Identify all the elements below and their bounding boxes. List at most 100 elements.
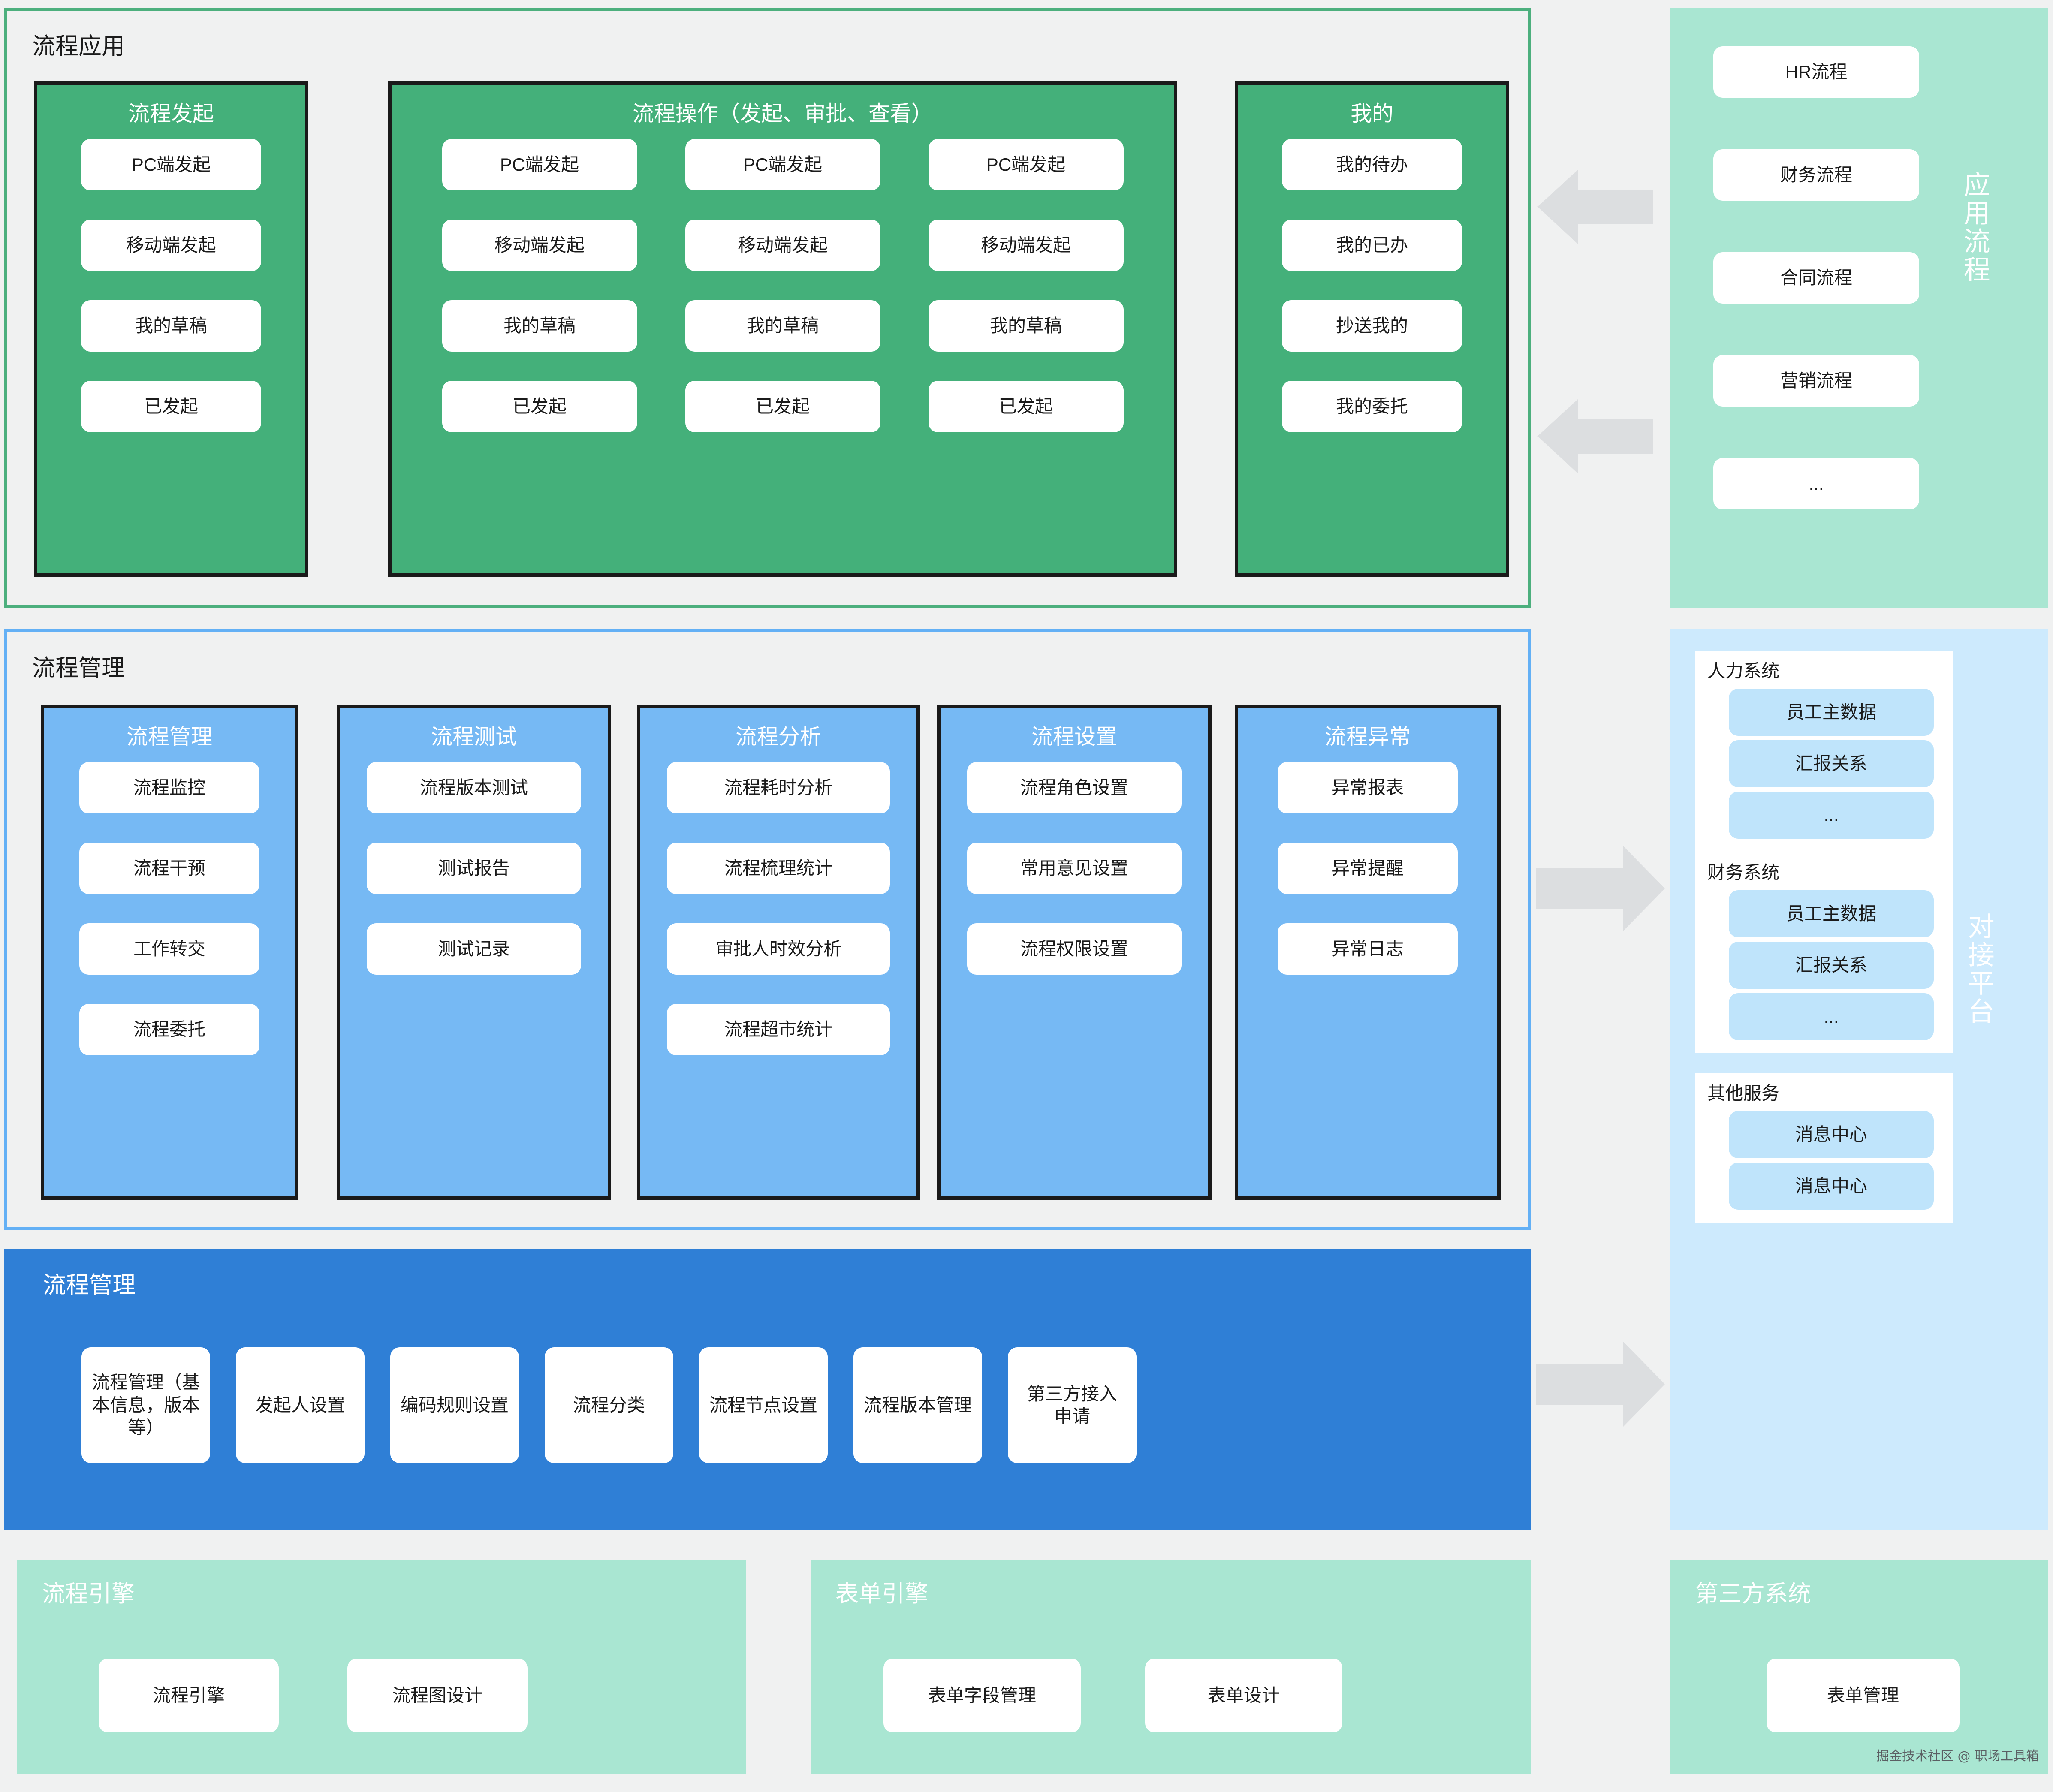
list-item[interactable]: 我的委托 (1282, 381, 1462, 432)
column-title-process-settings: 流程设置 (1031, 725, 1117, 749)
list-item[interactable]: 流程超市统计 (667, 1004, 890, 1055)
list-item[interactable]: 表单设计 (1145, 1659, 1342, 1732)
list-item[interactable]: 流程节点设置 (699, 1347, 828, 1463)
list-item[interactable]: 测试报告 (367, 843, 581, 894)
list-item[interactable]: 异常日志 (1278, 923, 1458, 975)
list-item[interactable]: 我的草稿 (928, 300, 1124, 352)
list-item[interactable]: 流程引擎 (99, 1659, 279, 1732)
list-item[interactable]: 我的草稿 (81, 300, 261, 352)
section-title-process-management: 流程管理 (32, 655, 125, 681)
system-card-other-services: 其他服务 消息中心 消息中心 (1695, 1073, 1953, 1223)
column-title-process-operation: 流程操作（发起、审批、查看） (633, 102, 933, 126)
rail-integration-platform: 人力系统 员工主数据 汇报关系 ... 财务系统 员工主数据 汇报关系 ... … (1670, 629, 2048, 1530)
column-process-management[interactable]: 流程管理 流程监控 流程干预 工作转交 流程委托 (41, 705, 298, 1200)
column-title-process-initiate: 流程发起 (128, 102, 214, 126)
list-item[interactable]: 表单管理 (1767, 1659, 1960, 1732)
list-item[interactable]: PC端发起 (685, 139, 880, 190)
column-process-initiate[interactable]: 流程发起 PC端发起 移动端发起 我的草稿 已发起 (34, 81, 308, 577)
list-item[interactable]: 表单字段管理 (883, 1659, 1081, 1732)
list-item[interactable]: 移动端发起 (685, 220, 880, 271)
system-card-hr: 人力系统 员工主数据 汇报关系 ... (1695, 651, 1953, 852)
list-item[interactable]: 汇报关系 (1729, 740, 1934, 787)
list-item[interactable]: HR流程 (1713, 46, 1919, 98)
list-item[interactable]: 流程监控 (79, 762, 259, 813)
list-item[interactable]: 抄送我的 (1282, 300, 1462, 352)
list-item[interactable]: 财务流程 (1713, 149, 1919, 201)
column-title-mine: 我的 (1351, 102, 1393, 126)
list-item[interactable]: 流程梳理统计 (667, 843, 890, 894)
operation-group: PC端发起 移动端发起 我的草稿 已发起 (928, 139, 1124, 432)
section-title-form-engine: 表单引擎 (835, 1581, 928, 1607)
form-engine-card-row: 表单字段管理 表单设计 (883, 1659, 1342, 1732)
list-item[interactable]: 测试记录 (367, 923, 581, 975)
list-item[interactable]: 移动端发起 (928, 220, 1124, 271)
list-item[interactable]: 员工主数据 (1729, 890, 1934, 937)
config-card-row: 流程管理（基本信息，版本等） 发起人设置 编码规则设置 流程分类 流程节点设置 … (81, 1347, 1137, 1463)
list-item[interactable]: 流程角色设置 (967, 762, 1182, 813)
section-process-application: 流程应用 流程发起 PC端发起 移动端发起 我的草稿 已发起 流程操作（发起、审… (4, 8, 1531, 608)
system-card-title-other-services: 其他服务 (1707, 1083, 1780, 1103)
list-item[interactable]: 流程权限设置 (967, 923, 1182, 975)
section-third-party-system: 第三方系统 表单管理 掘金技术社区 @ 职场工具箱 (1670, 1560, 2048, 1774)
list-item[interactable]: 移动端发起 (442, 220, 637, 271)
section-title-third-party-system: 第三方系统 (1695, 1581, 1811, 1607)
column-process-analysis[interactable]: 流程分析 流程耗时分析 流程梳理统计 审批人时效分析 流程超市统计 (637, 705, 920, 1200)
list-item[interactable]: 流程耗时分析 (667, 762, 890, 813)
column-process-exception[interactable]: 流程异常 异常报表 异常提醒 异常日志 (1235, 705, 1501, 1200)
list-item[interactable]: 工作转交 (79, 923, 259, 975)
list-item[interactable]: 已发起 (442, 381, 637, 432)
list-item[interactable]: 汇报关系 (1729, 942, 1934, 989)
system-card-finance: 财务系统 员工主数据 汇报关系 ... (1695, 852, 1953, 1053)
column-title-process-analysis: 流程分析 (736, 725, 821, 749)
list-item[interactable]: 流程管理（基本信息，版本等） (81, 1347, 210, 1463)
list-item[interactable]: 流程委托 (79, 1004, 259, 1055)
rail-app-flow: HR流程 财务流程 合同流程 营销流程 ... 应用流程 (1670, 8, 2048, 608)
column-title-process-test: 流程测试 (431, 725, 517, 749)
list-item[interactable]: 消息中心 (1729, 1163, 1934, 1210)
list-item[interactable]: 第三方接入申请 (1008, 1347, 1137, 1463)
list-item[interactable]: ... (1713, 458, 1919, 509)
column-process-operation[interactable]: 流程操作（发起、审批、查看） PC端发起 移动端发起 我的草稿 已发起 PC端发… (388, 81, 1177, 577)
column-process-test[interactable]: 流程测试 流程版本测试 测试报告 测试记录 (337, 705, 611, 1200)
list-item[interactable]: ... (1729, 792, 1934, 839)
list-item[interactable]: 编码规则设置 (390, 1347, 519, 1463)
section-title-process-application: 流程应用 (32, 33, 125, 59)
list-item[interactable]: 异常报表 (1278, 762, 1458, 813)
section-process-management: 流程管理 流程管理 流程监控 流程干预 工作转交 流程委托 流程测试 流程版本测… (4, 629, 1531, 1230)
list-item[interactable]: 审批人时效分析 (667, 923, 890, 975)
list-item[interactable]: 流程版本测试 (367, 762, 581, 813)
list-item[interactable]: 已发起 (928, 381, 1124, 432)
list-item[interactable]: 已发起 (81, 381, 261, 432)
list-item[interactable]: 营销流程 (1713, 355, 1919, 407)
system-card-title-finance: 财务系统 (1707, 862, 1780, 882)
list-item[interactable]: 我的草稿 (442, 300, 637, 352)
list-item[interactable]: 常用意见设置 (967, 843, 1182, 894)
list-item[interactable]: PC端发起 (928, 139, 1124, 190)
list-item[interactable]: 流程分类 (545, 1347, 673, 1463)
section-process-config: 流程管理 流程管理（基本信息，版本等） 发起人设置 编码规则设置 流程分类 流程… (4, 1249, 1531, 1530)
column-process-settings[interactable]: 流程设置 流程角色设置 常用意见设置 流程权限设置 (937, 705, 1212, 1200)
list-item[interactable]: 移动端发起 (81, 220, 261, 271)
list-item[interactable]: ... (1729, 993, 1934, 1040)
list-item[interactable]: 异常提醒 (1278, 843, 1458, 894)
column-mine[interactable]: 我的 我的待办 我的已办 抄送我的 我的委托 (1235, 81, 1509, 577)
list-item[interactable]: 流程版本管理 (853, 1347, 982, 1463)
list-item[interactable]: PC端发起 (81, 139, 261, 190)
list-item[interactable]: 流程图设计 (347, 1659, 528, 1732)
list-item[interactable]: 员工主数据 (1729, 689, 1934, 736)
list-item[interactable]: 已发起 (685, 381, 880, 432)
list-item[interactable]: PC端发起 (442, 139, 637, 190)
list-item[interactable]: 发起人设置 (236, 1347, 365, 1463)
engine-card-row: 流程引擎 流程图设计 (99, 1659, 528, 1732)
list-item[interactable]: 我的待办 (1282, 139, 1462, 190)
list-item[interactable]: 我的已办 (1282, 220, 1462, 271)
list-item[interactable]: 我的草稿 (685, 300, 880, 352)
list-item[interactable]: 合同流程 (1713, 252, 1919, 304)
arrow-right-platform-bottom (1536, 1341, 1665, 1427)
list-item[interactable]: 消息中心 (1729, 1111, 1934, 1158)
column-title-process-exception: 流程异常 (1325, 725, 1411, 749)
section-process-engine: 流程引擎 流程引擎 流程图设计 (17, 1560, 746, 1774)
section-form-engine: 表单引擎 表单字段管理 表单设计 (811, 1560, 1531, 1774)
watermark-label: 掘金技术社区 @ 职场工具箱 (1876, 1749, 2039, 1764)
list-item[interactable]: 流程干预 (79, 843, 259, 894)
